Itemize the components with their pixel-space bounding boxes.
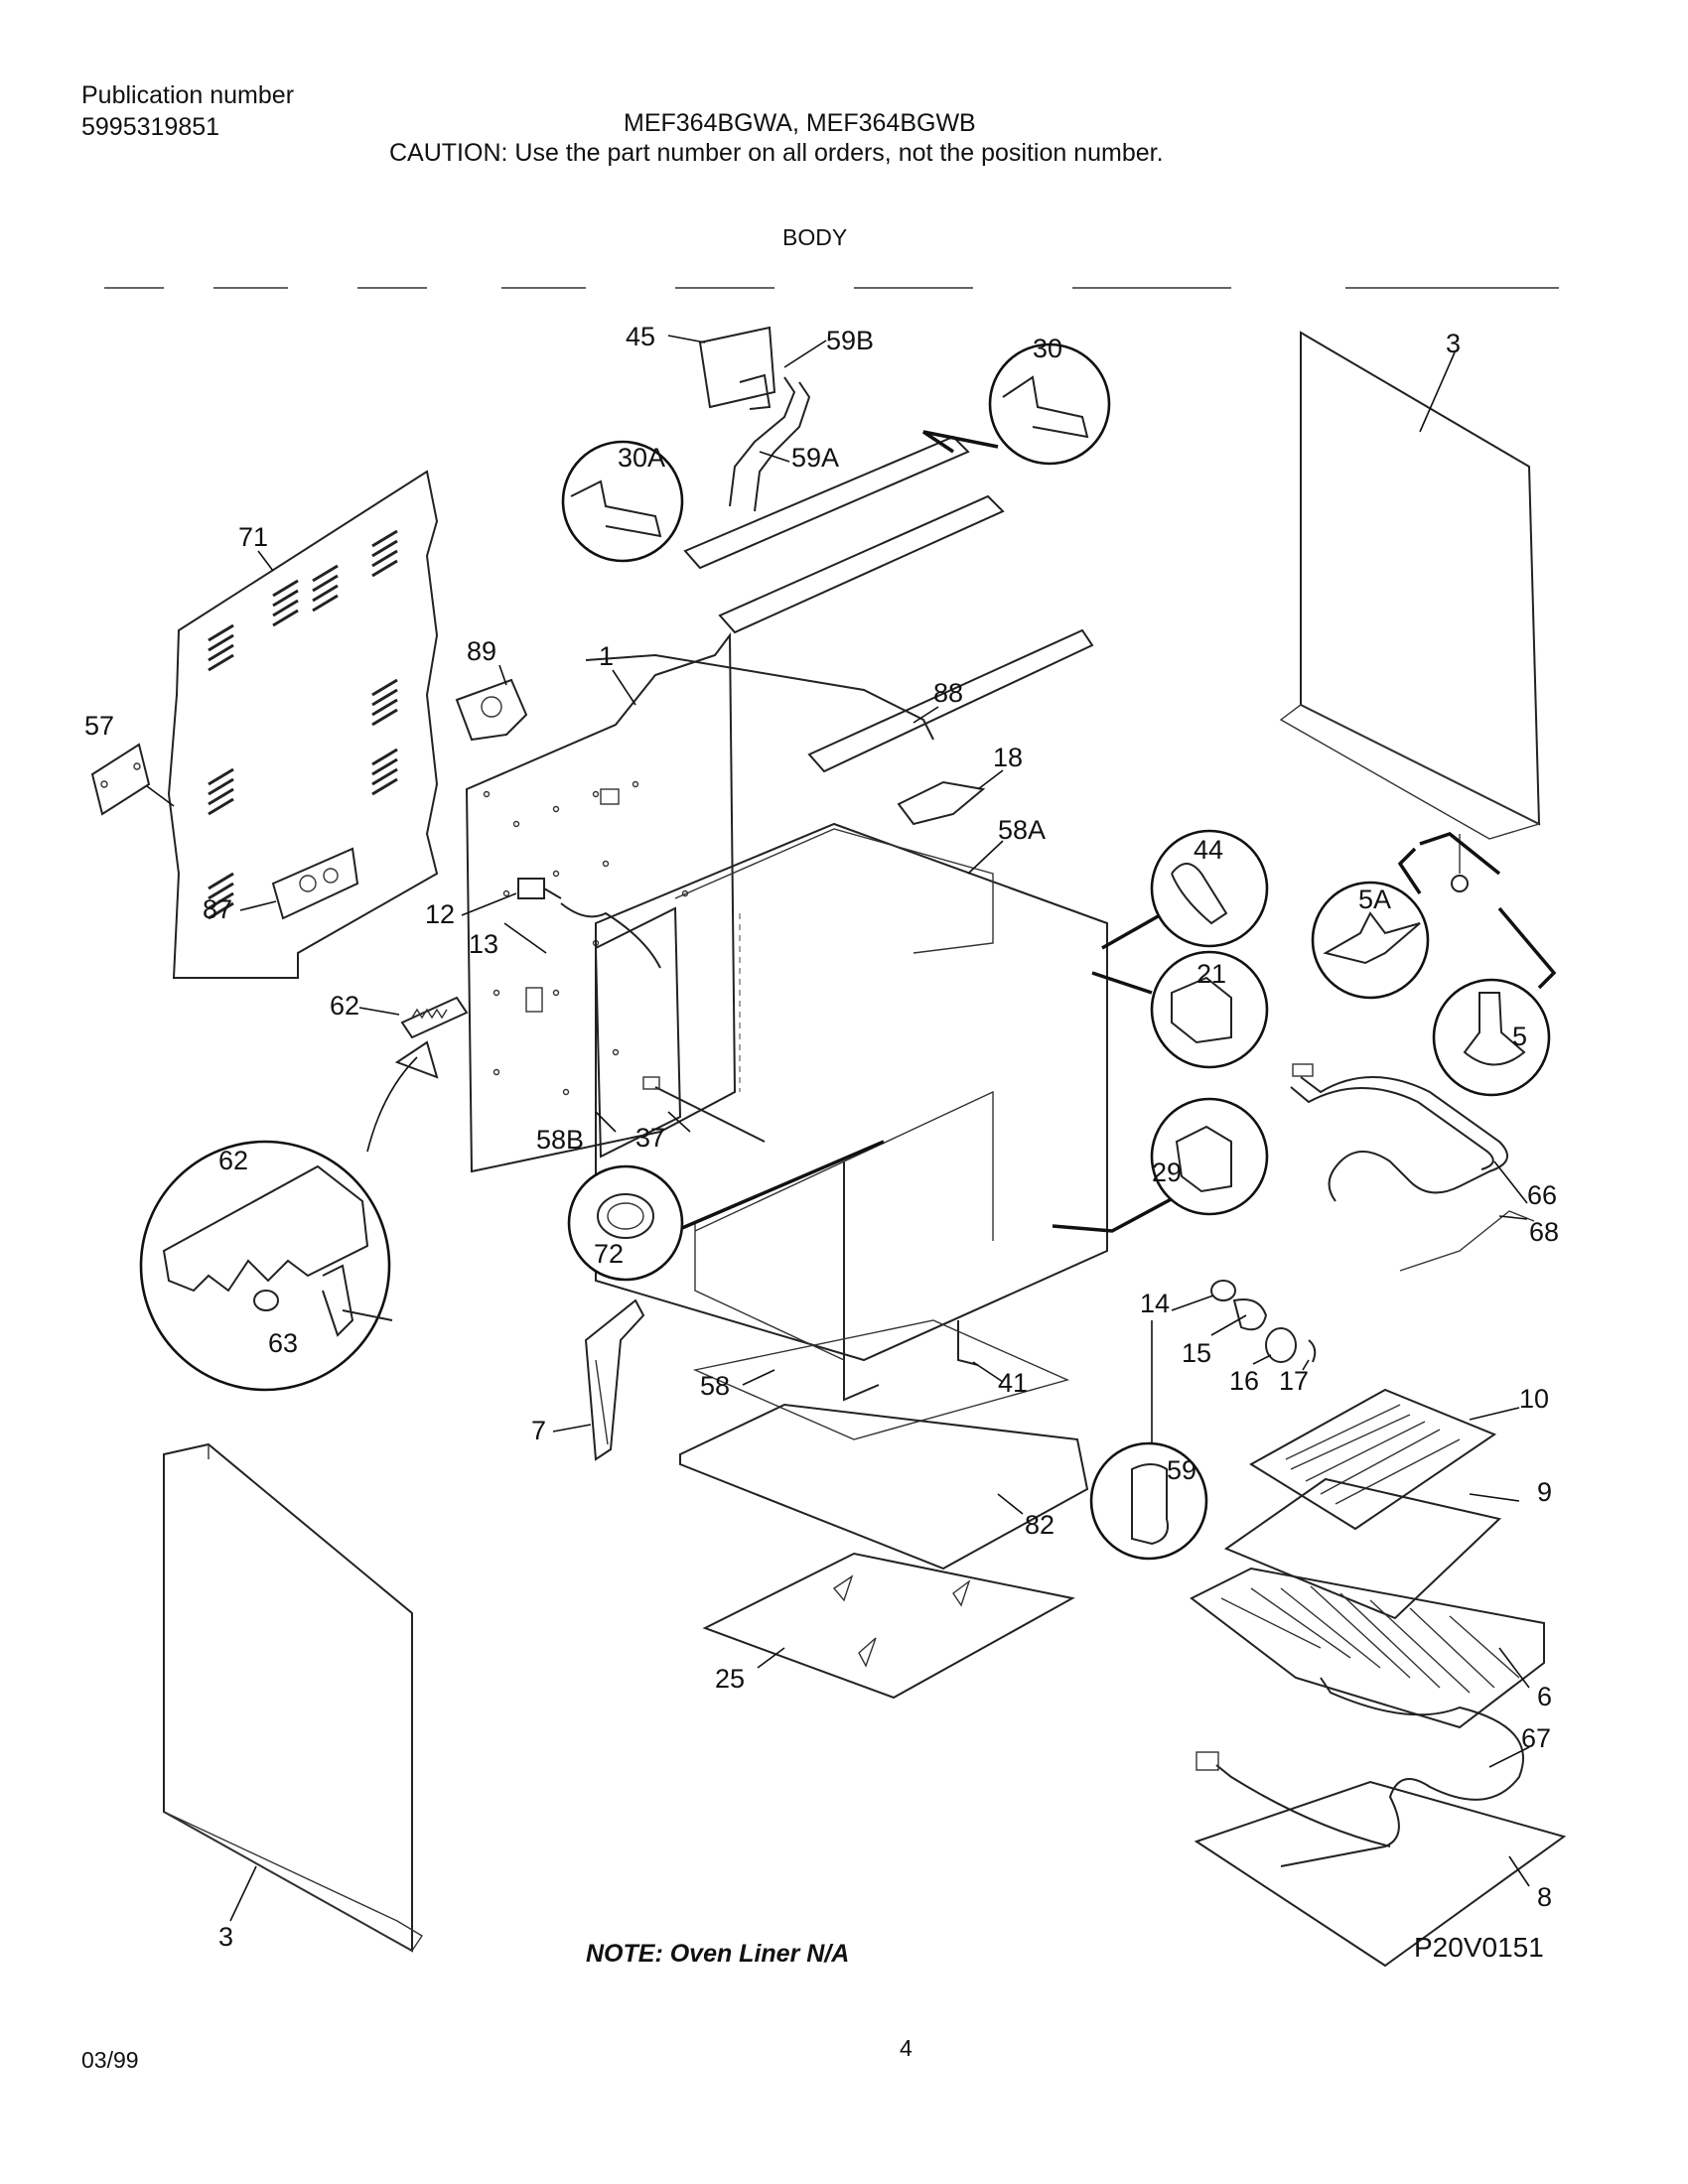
- callout-59a: 59A: [791, 443, 839, 473]
- wire-part-68: [1399, 1210, 1535, 1272]
- callout-29: 29: [1152, 1158, 1182, 1187]
- callout-10: 10: [1519, 1384, 1549, 1414]
- callout-63: 63: [268, 1328, 298, 1358]
- callout-66: 66: [1527, 1180, 1557, 1210]
- back-panel-part-71: [167, 470, 439, 979]
- section-title: BODY: [782, 224, 848, 250]
- footnote-oven-liner: NOTE: Oven Liner N/A: [586, 1940, 850, 1968]
- callout-14: 14: [1140, 1289, 1170, 1318]
- callout-3b: 3: [218, 1922, 233, 1952]
- callout-13: 13: [469, 929, 498, 959]
- detail-circles: [139, 342, 1557, 1561]
- callout-57: 57: [84, 711, 114, 741]
- insulation-part-58B: [594, 906, 682, 1159]
- bottom-insulation-part-58: [692, 1319, 1070, 1440]
- callout-18: 18: [993, 743, 1023, 772]
- callout-88: 88: [933, 678, 963, 708]
- vent-tube-part-59A: [729, 376, 811, 512]
- callout-72: 72: [594, 1239, 624, 1269]
- callout-89: 89: [467, 636, 496, 666]
- callout-7: 7: [531, 1416, 546, 1445]
- broiler-grid-part-10: [1249, 1388, 1497, 1531]
- callout-30: 30: [1033, 334, 1062, 363]
- callout-71: 71: [238, 522, 268, 552]
- bracket-part-89: [455, 678, 528, 742]
- hinge-part-7: [584, 1298, 645, 1461]
- lamp-parts-14-15-16-17: [1210, 1280, 1317, 1363]
- drip-panel-part-8: [1194, 1780, 1567, 1968]
- oven-bottom-part-25: [702, 1552, 1075, 1700]
- publication-label: Publication number: [81, 81, 295, 109]
- clip-part-18: [897, 780, 986, 826]
- oven-body: [595, 822, 1108, 1402]
- callout-58: 58: [700, 1371, 730, 1401]
- callout-59b: 59B: [826, 326, 874, 355]
- callout-58b: 58B: [536, 1125, 584, 1155]
- callout-59: 59: [1167, 1455, 1196, 1485]
- callout-21: 21: [1196, 959, 1226, 989]
- top-rails-part-30: [683, 435, 1094, 773]
- broil-element-part-67: [1196, 1677, 1524, 1867]
- clip-part-62: [366, 996, 469, 1153]
- broiler-pan-part-9: [1223, 1477, 1502, 1620]
- callout-5a: 5A: [1358, 885, 1391, 914]
- callout-45: 45: [626, 322, 655, 351]
- callout-30a: 30A: [618, 443, 665, 473]
- callout-62a: 62: [330, 991, 359, 1021]
- vent-slots: [207, 529, 399, 920]
- callout-9: 9: [1537, 1477, 1552, 1507]
- callout-82: 82: [1025, 1510, 1055, 1540]
- bake-element-part-66: [1290, 1063, 1508, 1202]
- callout-15: 15: [1182, 1338, 1211, 1368]
- callout-labels: 45 59B 59A 30 30A 3 71 89 1 88 57 18 58A…: [84, 322, 1559, 1952]
- callout-62b: 62: [218, 1146, 248, 1175]
- bottom-panel-part-82: [679, 1403, 1089, 1570]
- model-numbers: MEF364BGWA, MEF364BGWB: [624, 109, 976, 137]
- bracket-part-87: [271, 847, 359, 920]
- callout-16: 16: [1229, 1366, 1259, 1396]
- page-number: 4: [900, 2035, 913, 2061]
- callout-41: 41: [998, 1368, 1028, 1398]
- clip-part-59B: [739, 373, 772, 410]
- callout-87: 87: [203, 894, 232, 924]
- side-panel-part-3-right: [1279, 331, 1541, 840]
- callout-5: 5: [1512, 1022, 1527, 1051]
- bracket-part-41: [957, 1320, 979, 1366]
- callout-68: 68: [1529, 1217, 1559, 1247]
- cord-part-13: [560, 902, 661, 969]
- leader-lines: [229, 335, 1530, 1922]
- pivot-part-5: [1419, 832, 1501, 892]
- callout-12: 12: [425, 899, 455, 929]
- front-frame-part-1: [465, 632, 737, 1173]
- callout-1: 1: [599, 641, 614, 671]
- callout-67: 67: [1521, 1723, 1551, 1753]
- callout-58a: 58A: [998, 815, 1046, 845]
- callout-37: 37: [635, 1123, 665, 1153]
- callout-17: 17: [1279, 1366, 1309, 1396]
- sensor-part-37: [642, 1076, 766, 1143]
- callout-44: 44: [1194, 835, 1223, 865]
- switch-part-12: [517, 878, 562, 899]
- callout-8: 8: [1537, 1882, 1552, 1912]
- issue-date: 03/99: [81, 2047, 139, 2073]
- plate-part-57: [90, 743, 175, 816]
- rod-part-88: [585, 653, 934, 741]
- callout-3a: 3: [1446, 329, 1461, 358]
- callout-6: 6: [1537, 1682, 1552, 1711]
- oven-rack-part-6: [1190, 1567, 1545, 1729]
- caution-note: CAUTION: Use the part number on all orde…: [389, 139, 1164, 167]
- publication-number: 5995319851: [81, 113, 220, 141]
- side-panel-part-3-left: [163, 1442, 423, 1953]
- figure-code: P20V0151: [1414, 1932, 1544, 1963]
- shield-part-45: [698, 326, 776, 409]
- callout-25: 25: [715, 1664, 745, 1694]
